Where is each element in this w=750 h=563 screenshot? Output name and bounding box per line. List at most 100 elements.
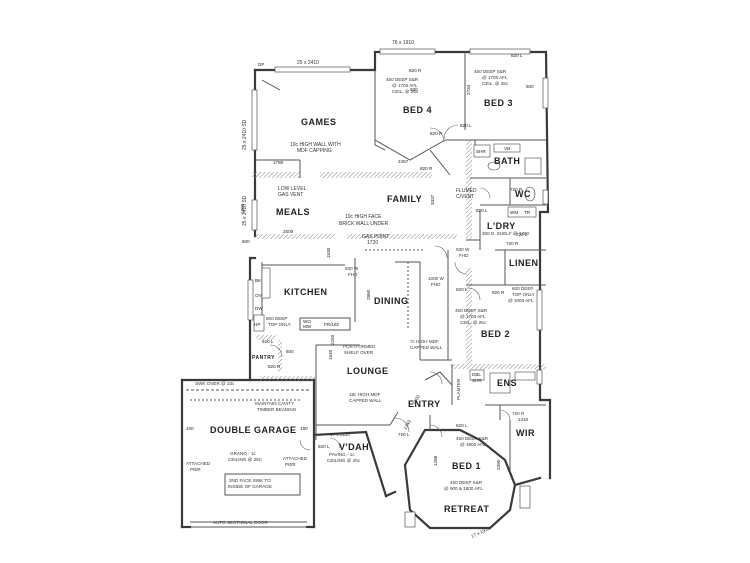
dim-820r-4: 820 R xyxy=(492,290,505,295)
dim-2390: 2390 xyxy=(496,459,501,470)
plan-notes: 76 x 1910 25 x 2410 10c HIGH WALL WITH M… xyxy=(186,40,535,539)
dim-100: 100 xyxy=(186,426,194,431)
note-paving-2: CEILING @ 25c xyxy=(327,458,361,463)
note-dining-fhd-2: FHD xyxy=(431,282,441,287)
dim-930: 930 xyxy=(410,87,418,92)
tag-mw: MW xyxy=(303,324,312,329)
note-gas-point-2: 1720 xyxy=(367,240,378,246)
room-ldry: L'DRY xyxy=(487,221,516,231)
tag-shr: SHR xyxy=(476,149,486,154)
annotation-lines xyxy=(186,249,425,496)
dim-1240: 1240 xyxy=(403,419,413,431)
note-retreat-shelf-1: 450 DEEP S&R xyxy=(450,480,483,485)
dim-1540: 1540 xyxy=(328,349,333,360)
room-bed2: BED 2 xyxy=(481,329,510,339)
dim-820r-3: 820 R xyxy=(268,364,281,369)
room-ens: ENS xyxy=(497,378,517,388)
note-top-dim: 76 x 1910 xyxy=(392,40,414,46)
note-flumed-1: FLUMED xyxy=(456,188,477,194)
room-family: FAMILY xyxy=(387,194,422,204)
tag-dbl-shr-1: DBL xyxy=(472,372,481,377)
fixtures xyxy=(253,143,542,394)
note-bed1-shelf-2: @ 1800 AFL xyxy=(460,442,486,447)
dim-820l-1: 820 L xyxy=(511,53,523,58)
tag-tr: TR xyxy=(524,210,531,215)
dim-2457: 2457 xyxy=(398,159,409,164)
tag-bk: BK xyxy=(255,278,262,283)
note-retreat-shelf-2: @ 900 & 1800 AFL xyxy=(444,486,483,491)
note-gas-vent-1: LOW LEVEL xyxy=(278,186,307,192)
note-bed2-shelf-3: CEIL. @ 25c xyxy=(460,320,487,325)
dim-820l-5: 820 L xyxy=(318,444,330,449)
dim-1780: 1780 xyxy=(273,160,284,165)
note-flumed-2: C/VENT xyxy=(456,194,474,200)
note-kitchen-fhd-2: FHD xyxy=(348,272,358,277)
note-pier-right-2: PIER xyxy=(285,462,296,467)
note-dining-fhd-1: 1000 W xyxy=(428,276,444,281)
room-labels: GAMES BED 4 BED 3 BATH WC MEALS FAMILY L… xyxy=(210,98,538,514)
tag-fr: FR/182 xyxy=(324,322,340,327)
note-games-side: 25 x 2410 SD xyxy=(242,119,248,150)
dim-180: 180 xyxy=(300,426,308,431)
room-vdah: V'DAH xyxy=(339,442,369,452)
dim-2860: 2860 xyxy=(366,289,371,300)
windows xyxy=(247,48,549,528)
dim-600-b: 600 xyxy=(286,349,294,354)
room-bed3: BED 3 xyxy=(484,98,513,108)
note-games-wall-2: MDF CAPPING xyxy=(297,148,332,154)
dim-820r-1: 820 R xyxy=(430,131,443,136)
dim-3337: 3337 xyxy=(430,194,435,205)
note-kitchen-top-2: TOP ONLY xyxy=(268,322,291,327)
note-bed3-shelf-1: 450 DEEP S&R xyxy=(474,69,507,74)
note-swk-over: SWK OVER @ 23c xyxy=(195,381,235,386)
note-wir-dim-1: 720 R xyxy=(512,411,525,416)
hatched-walls xyxy=(252,140,546,381)
note-linen-top-1: 600 DEEP xyxy=(512,286,533,291)
dim-820r-5: 820 R xyxy=(420,166,433,171)
note-kitchen-top-1: 800 DEEP xyxy=(266,316,287,321)
dim-620l-1: 620 L xyxy=(262,339,274,344)
tag-dp: DP xyxy=(258,62,264,67)
dim-820l-4: 820 L xyxy=(456,287,468,292)
dim-500: 500 xyxy=(242,239,250,244)
note-face-swk-1: 3ND FACE SWK TO xyxy=(229,478,271,483)
note-bed4-shelf-3: CEIL. @ 25c xyxy=(392,89,419,94)
note-capped-wall-2: CAPPED WALL xyxy=(410,345,443,350)
note-brick-wall-2: BRICK WALL UNDER xyxy=(339,221,388,227)
room-kitchen: KITCHEN xyxy=(284,287,328,297)
tag-wo: WO xyxy=(303,319,311,324)
tag-ov: OV xyxy=(255,293,263,298)
note-face-swk-2: INSIDE OF GARAGE xyxy=(228,484,272,489)
dim-2500: 2500 xyxy=(283,229,294,234)
note-cavity-2: TIMBER BEADING xyxy=(257,407,297,412)
room-retreat: RETREAT xyxy=(444,504,489,514)
dim-1390: 1390 xyxy=(240,203,245,214)
note-linen-top-2: TOP ONLY xyxy=(512,292,535,297)
note-bed2-shelf-2: @ 1700 AFL xyxy=(460,314,486,319)
room-wir: WIR xyxy=(516,428,535,438)
note-bed2-shelf-1: 450 DEEP S&R xyxy=(455,308,488,313)
note-capped-wall-1: 7c HIGH MDF xyxy=(410,339,439,344)
room-bath: BATH xyxy=(494,156,520,166)
room-bed1: BED 1 xyxy=(452,461,481,471)
tag-vb: VB xyxy=(504,146,510,151)
room-games: GAMES xyxy=(301,117,337,127)
note-games-wall-1: 10c HIGH WALL WITH xyxy=(290,142,341,148)
note-meals-side: 25 x 2410 SD xyxy=(242,195,248,226)
note-grano-1: GRANO - 1c xyxy=(230,451,256,456)
doors xyxy=(269,124,511,451)
note-auto-door: AUTO SECTIONAL DOOR xyxy=(213,520,269,525)
note-vdah-dim: 17 x 2110 xyxy=(330,432,350,437)
dim-720r-2: 720 R xyxy=(506,241,519,246)
room-dining: DINING xyxy=(374,296,409,306)
note-wir-dim-2: 1340 xyxy=(518,417,529,422)
note-bed3-shelf-3: CEIL. @ 25c xyxy=(482,81,509,86)
room-pantry: PANTRY xyxy=(252,355,275,361)
note-family-fhd-2: FHD xyxy=(459,253,469,258)
note-ldry-shelf: 300 D. SHELF @ 1700 xyxy=(482,231,529,236)
note-mdf-wall-1: 18c HIGH MDF xyxy=(349,392,381,397)
note-pier-right-1: ATTACHED xyxy=(283,456,308,461)
note-linen-top-3: @ 1000 AFL xyxy=(508,298,534,303)
note-brick-wall-1: 10c HIGH FACE xyxy=(345,214,382,220)
